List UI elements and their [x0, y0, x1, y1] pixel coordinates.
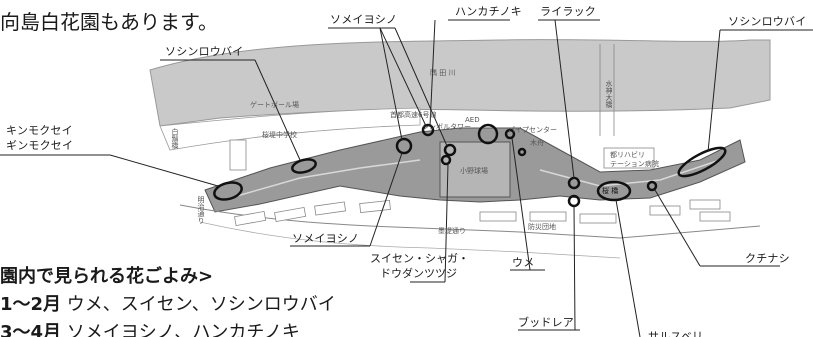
label-soshin-left: ソシンロウバイ — [165, 45, 244, 58]
label-kuchinashi: クチナシ — [745, 252, 790, 265]
map-highway: 首都高速6号線 — [390, 111, 437, 119]
marker-somei-1 — [395, 137, 413, 155]
bridge-line — [599, 44, 615, 136]
map-school: 桜堤中学校 — [262, 131, 297, 139]
calendar-heading: 園内で見られる花ごよみ> — [0, 266, 214, 287]
map-river-label: 隅 田 川 — [430, 69, 456, 77]
map-meiji: 明治通り — [197, 196, 205, 224]
road-bottom — [179, 204, 761, 239]
label-suisen-2: ドウダンツツジ — [380, 267, 457, 280]
marker-kuchinashi — [646, 180, 658, 192]
map-tower: シンボルタワー — [422, 123, 471, 131]
map-bokutei: 墨堤通り — [438, 227, 466, 235]
calendar-flowers-1: ウメ、スイセン、ソシンロウバイ — [66, 294, 336, 315]
map-rehab-2: テーション病院 — [610, 160, 659, 168]
map-gateball: ゲートボール場 — [250, 101, 299, 109]
road-bottom-2 — [199, 221, 621, 259]
map-rehab-1: 都リハビリ — [610, 151, 645, 159]
calendar-months-1: 1〜2月 — [0, 294, 62, 315]
label-cutoff: サルスベリ — [648, 330, 704, 337]
map-road-left: 白鬚橋 — [171, 128, 179, 149]
label-buddleja: ブッドレア — [518, 316, 574, 329]
map-bousai: 防災団地 — [528, 223, 556, 231]
map-bridge: 水神大橋 — [605, 80, 613, 108]
map-tbox: 木舟 — [530, 139, 544, 147]
calendar-months-2: 3〜4月 — [0, 322, 62, 337]
marker-sakura — [596, 180, 632, 202]
building-blocks — [229, 139, 731, 226]
marker-ume — [517, 147, 527, 157]
label-kinmoku-2: ギンモクセイ — [6, 139, 74, 152]
calendar-flowers-2: ソメイヨシノ、ハンカチノキ — [66, 322, 300, 337]
label-lilac: ライラック — [540, 5, 596, 18]
calendar-row-1: 1〜2月 ウメ、スイセン、ソシンロウバイ — [0, 290, 336, 316]
stadium-block — [439, 141, 511, 198]
marker-lilac-area — [477, 123, 499, 145]
marker-soshin-right — [677, 146, 727, 178]
map-center: パイプセンター — [508, 126, 557, 134]
map-aed: AED — [465, 116, 480, 124]
flower-markers — [213, 123, 727, 208]
marker-soshin-left — [291, 158, 317, 174]
label-kinmoku-1: キンモクセイ — [6, 124, 73, 137]
calendar-row-2: 3〜4月 ソメイヨシノ、ハンカチノキ — [0, 318, 300, 337]
map-field: 小野球場 — [460, 167, 488, 175]
marker-suisen-2 — [440, 154, 452, 166]
label-hankachi: ハンカチノキ — [455, 5, 522, 18]
label-suisen-1: スイセン・シャガ・ — [370, 252, 469, 265]
map-sakura-bridge: 桜 橋 — [602, 187, 619, 195]
marker-hankachi — [421, 123, 435, 137]
caption-top: 向島白花園もあります。 — [0, 10, 218, 34]
marker-kinmoku — [213, 181, 243, 201]
marker-center — [504, 128, 516, 140]
label-somei-bottom: ソメイヨシノ — [292, 232, 360, 245]
marker-suisen-1 — [443, 143, 457, 157]
label-soshin-right: ソシンロウバイ — [728, 15, 807, 28]
label-ume: ウメ — [512, 256, 535, 269]
leader-lines — [0, 19, 813, 337]
label-somei-top: ソメイヨシノ — [330, 13, 398, 26]
